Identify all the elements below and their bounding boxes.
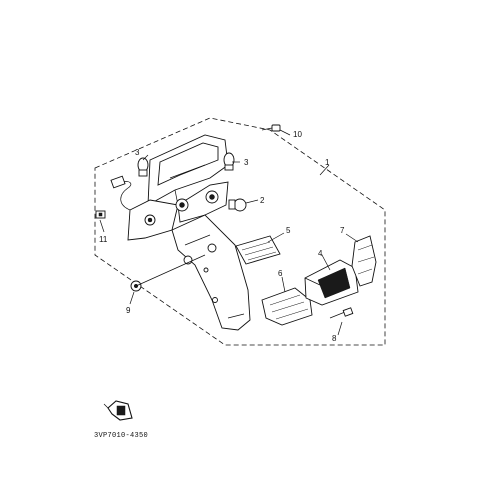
lens-right <box>351 235 377 287</box>
leader-lines <box>99 129 359 336</box>
callout-8: 8 <box>332 334 337 343</box>
bulb-large <box>228 198 247 212</box>
assembly-boundary <box>94 117 386 346</box>
callout-10: 10 <box>293 130 302 139</box>
bulb-right <box>223 152 235 171</box>
callout-6: 6 <box>278 269 283 278</box>
connector-clip <box>95 210 106 219</box>
reflector-plate <box>235 235 281 265</box>
callout-9: 9 <box>126 306 131 315</box>
callout-3-right: 3 <box>244 158 249 167</box>
front-arrow-icon <box>103 400 133 421</box>
lens-left <box>261 287 313 326</box>
screw-bottom <box>329 307 354 319</box>
callout-2: 2 <box>260 196 265 205</box>
callout-3-upper: 3 <box>135 148 140 157</box>
callout-5: 5 <box>286 226 291 235</box>
tail-cover-housing <box>110 134 251 331</box>
callout-4: 4 <box>318 249 323 258</box>
drawing-code: 3VP7010-4350 <box>94 432 148 440</box>
callout-7: 7 <box>340 226 345 235</box>
callout-11: 11 <box>99 235 108 244</box>
lamp-unit <box>304 259 359 306</box>
grommet <box>130 254 206 292</box>
callout-1: 1 <box>325 158 330 167</box>
screw-top <box>261 124 281 132</box>
bulb-upper <box>137 157 149 177</box>
